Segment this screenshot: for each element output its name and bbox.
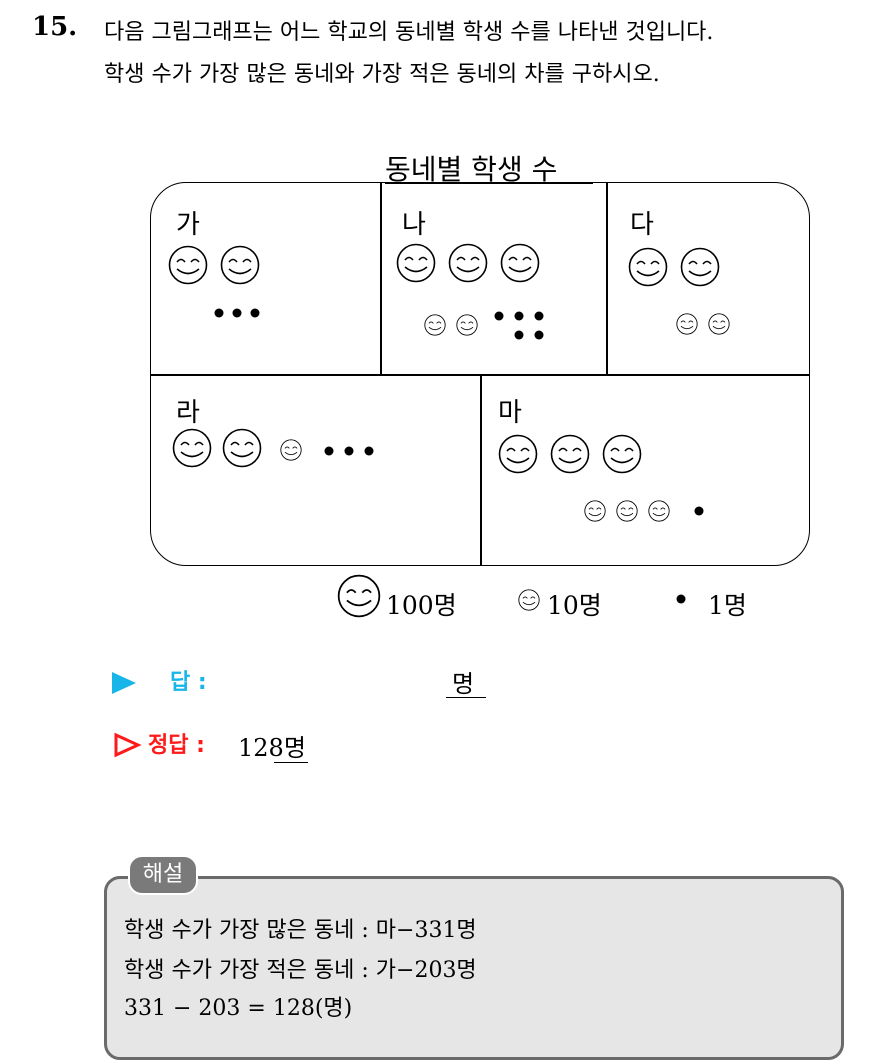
- large-smiley-icon: [168, 245, 208, 285]
- small-smiley-icon: [456, 314, 478, 336]
- large-smiley-icon: [498, 434, 538, 474]
- vertical-divider: [606, 183, 608, 375]
- legend-label-1: 1명: [708, 591, 747, 620]
- vertical-divider: [480, 375, 482, 565]
- dot-icon: [364, 446, 374, 456]
- large-smiley-icon: [680, 247, 720, 287]
- horizontal-divider: [151, 374, 809, 376]
- dot-icon: [324, 446, 334, 456]
- large-smiley-icon: [628, 247, 668, 287]
- correct-underline: [274, 762, 308, 763]
- large-smiley-icon: [222, 428, 262, 468]
- chart-title: 동네별 학생 수: [385, 153, 558, 186]
- dot-icon: [250, 308, 260, 318]
- cell-label-ra: 라: [176, 398, 200, 428]
- legend-small-smiley-icon: [518, 589, 540, 611]
- vertical-divider: [380, 183, 382, 375]
- small-smiley-icon: [708, 313, 730, 335]
- cell-label-na: 나: [402, 210, 426, 240]
- question-text-line-2: 학생 수가 가장 많은 동네와 가장 적은 동네의 차를 구하시오.: [104, 62, 660, 87]
- dot-icon: [214, 308, 224, 318]
- answer-underline: [446, 697, 486, 698]
- correct-unit: 명: [283, 734, 306, 762]
- dot-icon: [534, 330, 544, 340]
- explanation-line-1: 학생 수가 가장 많은 동네 : 마−331명: [124, 918, 477, 943]
- pictograph-frame: [150, 182, 810, 566]
- correct-value: 128명: [238, 728, 306, 763]
- large-smiley-icon: [602, 434, 642, 474]
- question-text-line-1: 다음 그림그래프는 어느 학교의 동네별 학생 수를 나타낸 것입니다.: [104, 20, 714, 45]
- dot-icon: [514, 330, 524, 340]
- small-smiley-icon: [648, 500, 670, 522]
- large-smiley-icon: [172, 428, 212, 468]
- explanation-line-3: 331 − 203 = 128(명): [124, 996, 353, 1021]
- cell-label-ga: 가: [176, 210, 200, 240]
- large-smiley-icon: [550, 434, 590, 474]
- dot-icon: [344, 446, 354, 456]
- large-smiley-icon: [396, 243, 436, 283]
- legend-label-10: 10명: [547, 591, 602, 620]
- answer-unit[interactable]: 명: [452, 670, 475, 698]
- correct-label: 정답 :: [148, 733, 205, 758]
- small-smiley-icon: [280, 439, 302, 461]
- correct-number: 128: [238, 734, 284, 762]
- explanation-line-2: 학생 수가 가장 적은 동네 : 가−203명: [124, 958, 477, 983]
- cell-label-da: 다: [630, 210, 654, 240]
- legend-dot-icon: [676, 594, 686, 604]
- large-smiley-icon: [500, 243, 540, 283]
- small-smiley-icon: [584, 500, 606, 522]
- answer-label: 답 :: [170, 670, 207, 695]
- dot-icon: [534, 311, 544, 321]
- explanation-box: [104, 876, 844, 1060]
- explanation-tab: 해설: [128, 855, 198, 895]
- correct-marker-icon: [114, 732, 142, 758]
- chart-title-underline: [385, 183, 593, 184]
- large-smiley-icon: [448, 243, 488, 283]
- legend-large-smiley-icon: [337, 574, 381, 618]
- dot-icon: [494, 311, 504, 321]
- small-smiley-icon: [676, 313, 698, 335]
- dot-icon: [514, 311, 524, 321]
- large-smiley-icon: [220, 245, 260, 285]
- dot-icon: [232, 308, 242, 318]
- cell-label-ma: 마: [498, 398, 522, 428]
- answer-marker-icon: [112, 672, 136, 694]
- small-smiley-icon: [616, 500, 638, 522]
- dot-icon: [694, 506, 704, 516]
- small-smiley-icon: [424, 314, 446, 336]
- legend-label-100: 100명: [386, 591, 457, 620]
- question-number: 15.: [32, 12, 78, 42]
